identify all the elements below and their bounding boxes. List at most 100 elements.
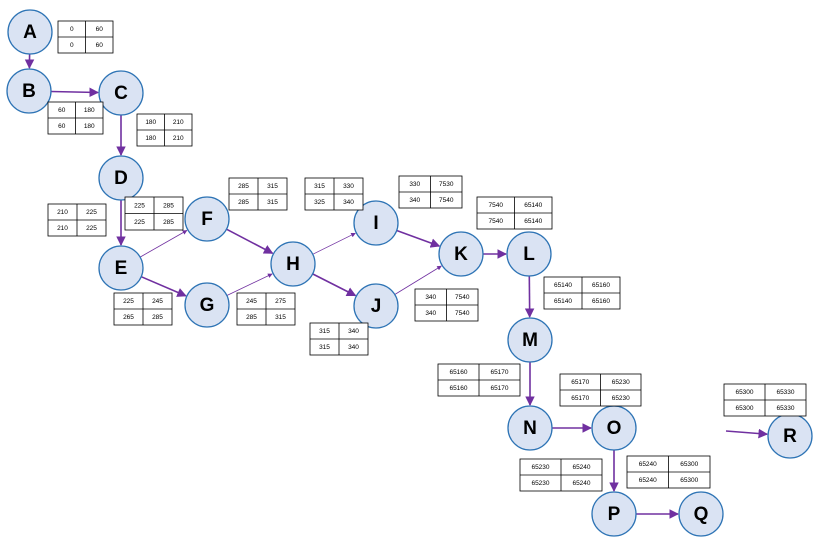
node-r: R (767, 413, 813, 459)
table-cell: 315 (267, 183, 278, 190)
table-cell: 65160 (592, 282, 610, 289)
table-cell: 7540 (439, 197, 454, 204)
node-circle (353, 200, 399, 246)
table-cell: 325 (314, 199, 325, 206)
node-label: L (523, 244, 535, 265)
node-p: P (591, 491, 637, 537)
node-label: O (607, 418, 622, 439)
table-cell: 65300 (735, 389, 753, 396)
table-cell: 65230 (612, 395, 630, 402)
table-cell: 180 (145, 135, 156, 142)
node-circle (6, 68, 52, 114)
table-cell: 245 (246, 298, 257, 305)
edge-g-h (226, 273, 273, 296)
table-cell: 65240 (639, 477, 657, 484)
table-cell: 65240 (572, 480, 590, 487)
node-h: H (270, 241, 316, 287)
node-e: E (98, 245, 144, 291)
table-cell: 340 (425, 294, 436, 301)
time-table-l: 7540 65140 7540 65140 (476, 196, 553, 230)
table-cell: 225 (86, 209, 97, 216)
node-n: N (507, 405, 553, 451)
table-cell: 65240 (572, 464, 590, 471)
node-circle (353, 283, 399, 329)
table-cell: 340 (425, 310, 436, 317)
node-o: O (591, 405, 637, 451)
table-cell: 65140 (524, 218, 542, 225)
edge-e-f (139, 230, 188, 258)
table-cell: 65140 (524, 202, 542, 209)
node-circle (506, 231, 552, 277)
table-cell: 65160 (592, 298, 610, 305)
node-label: K (454, 244, 468, 265)
table-cell: 210 (57, 209, 68, 216)
edge-into-r (725, 428, 769, 439)
table-cell: 210 (173, 119, 184, 126)
node-c: C (98, 70, 144, 116)
table-cell: 210 (57, 225, 68, 232)
node-i: I (353, 200, 399, 246)
node-label: F (201, 209, 213, 230)
table-cell: 65160 (449, 385, 467, 392)
node-f: F (184, 196, 230, 242)
node-label: Q (694, 504, 709, 525)
table-cell: 340 (409, 197, 420, 204)
table-cell: 265 (123, 314, 134, 321)
node-j: J (353, 283, 399, 329)
node-d: D (98, 155, 144, 201)
node-circle (270, 241, 316, 287)
edge-i-k (396, 229, 441, 248)
table-cell: 225 (123, 298, 134, 305)
node-circle (7, 9, 53, 55)
table-cell: 60 (58, 107, 66, 114)
table-cell: 65160 (449, 369, 467, 376)
edge-e-g (140, 275, 187, 297)
table-cell: 65230 (531, 464, 549, 471)
node-label: M (522, 330, 538, 351)
table-cell: 60 (96, 42, 104, 49)
node-circle (678, 491, 724, 537)
table-cell: 65330 (776, 389, 794, 396)
table-cell: 7530 (439, 181, 454, 188)
table-cell: 60 (96, 26, 104, 33)
table-cell: 315 (267, 199, 278, 206)
node-k: K (438, 231, 484, 277)
table-cell: 330 (343, 183, 354, 190)
table-cell: 7540 (489, 218, 504, 225)
node-m: M (507, 317, 553, 363)
edge-b-c (50, 87, 99, 98)
table-cell: 180 (84, 107, 95, 114)
table-cell: 340 (343, 199, 354, 206)
table-cell: 330 (409, 181, 420, 188)
node-circle (184, 196, 230, 242)
table-cell: 315 (275, 314, 286, 321)
table-cell: 7540 (489, 202, 504, 209)
table-cell: 225 (134, 219, 145, 226)
edge-h-j (312, 273, 357, 297)
node-g: G (184, 282, 230, 328)
node-label: R (783, 426, 797, 447)
table-cell: 225 (134, 202, 145, 209)
node-label: G (200, 295, 215, 316)
table-cell: 0 (70, 42, 74, 49)
node-label: B (22, 81, 36, 102)
edge-f-h (226, 228, 274, 255)
table-cell: 275 (275, 298, 286, 305)
table-cell: 285 (238, 199, 249, 206)
table-cell: 285 (246, 314, 257, 321)
table-cell: 65170 (571, 379, 589, 386)
